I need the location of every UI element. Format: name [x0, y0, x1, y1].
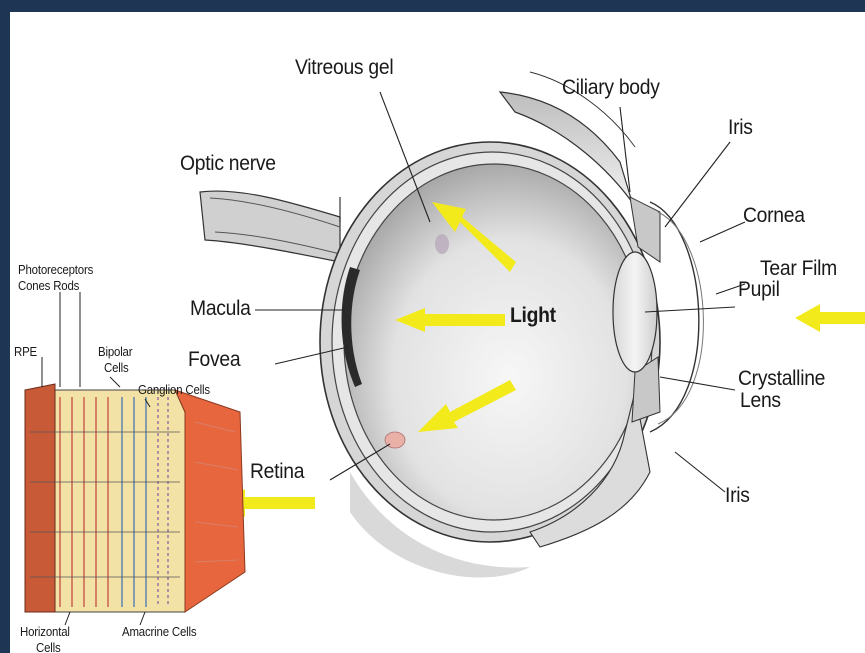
label-fovea: Fovea: [188, 348, 240, 372]
optic-nerve: [200, 191, 340, 262]
light-arrow-incoming: [795, 304, 865, 332]
label-horizontal: Horizontal: [20, 624, 70, 639]
label-vitreous-gel: Vitreous gel: [295, 56, 393, 80]
label-photoreceptors: Photoreceptors: [18, 262, 93, 277]
label-ganglion-cells: Ganglion Cells: [138, 382, 210, 397]
label-cones-rods: Cones Rods: [18, 278, 79, 293]
label-iris-bottom: Iris: [725, 484, 750, 508]
label-horizontal-cells: Cells: [36, 640, 61, 653]
label-amacrine-cells: Amacrine Cells: [122, 624, 196, 639]
eye-diagram: [10, 12, 865, 653]
label-rpe: RPE: [14, 344, 37, 359]
label-pupil: Pupil: [738, 278, 780, 302]
label-macula: Macula: [190, 297, 251, 321]
retina-inset: [25, 292, 245, 625]
eye-diagram-canvas: Vitreous gel Ciliary body Iris Optic ner…: [10, 12, 865, 653]
vitreous-body: [344, 164, 644, 520]
label-cornea: Cornea: [743, 204, 805, 228]
label-bipolar: Bipolar: [98, 344, 132, 359]
label-crystalline: Crystalline: [738, 367, 825, 391]
label-retina: Retina: [250, 460, 304, 484]
label-light: Light: [510, 304, 556, 328]
label-bipolar-cells: Cells: [104, 360, 129, 375]
label-ciliary-body: Ciliary body: [562, 76, 660, 100]
label-lens: Lens: [740, 389, 781, 413]
label-optic-nerve: Optic nerve: [180, 152, 276, 176]
label-iris-top: Iris: [728, 116, 753, 140]
